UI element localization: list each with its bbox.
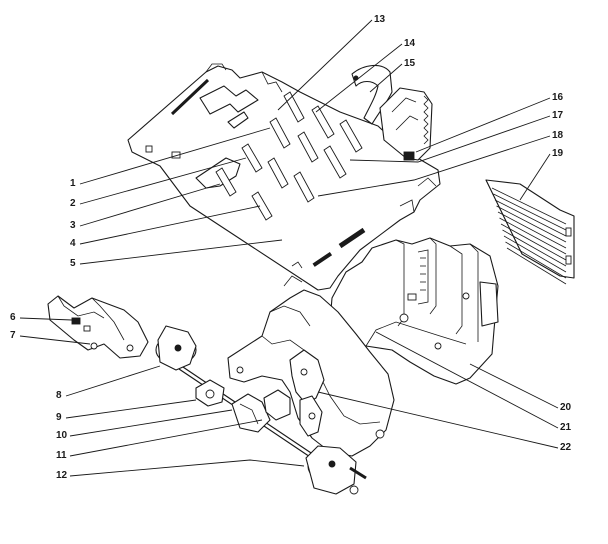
callout-label-19: 19 <box>552 148 564 159</box>
callout-label-2: 2 <box>70 198 76 209</box>
callout-leader-21 <box>375 331 559 429</box>
callout-leader-14 <box>315 43 403 113</box>
shaft-assembly-parts-8-12 <box>155 325 367 495</box>
grille-slat <box>500 223 567 261</box>
callout-label-12: 12 <box>56 470 68 481</box>
callout-leader-5 <box>79 239 283 265</box>
small-brackets-parts-6-7 <box>47 295 149 359</box>
callout-label-8: 8 <box>56 390 62 401</box>
callout-leader-11 <box>69 419 263 457</box>
grille-slat <box>499 217 567 255</box>
callout-label-9: 9 <box>56 412 62 423</box>
callout-label-10: 10 <box>56 430 68 441</box>
callout-label-21: 21 <box>560 422 572 433</box>
callout-leader-9 <box>65 399 197 419</box>
callout-leader-18 <box>317 135 551 197</box>
top-slotted-plate <box>127 63 441 291</box>
callout-label-6: 6 <box>10 312 16 323</box>
callout-label-1: 1 <box>70 178 76 189</box>
grille-slat <box>494 199 567 237</box>
callout-leader-15 <box>369 63 403 93</box>
callout-label-3: 3 <box>70 220 76 231</box>
callout-leader-6 <box>19 317 73 321</box>
callout-leader-19 <box>519 153 551 201</box>
callout-leader-3 <box>79 183 221 227</box>
callout-label-13: 13 <box>374 14 386 25</box>
callout-leader-1 <box>79 127 271 185</box>
callout-label-17: 17 <box>552 110 564 121</box>
grille-slat <box>503 235 567 273</box>
callout-leader-10 <box>69 409 233 437</box>
callout-label-14: 14 <box>404 38 416 49</box>
callout-leader-20 <box>469 363 559 409</box>
grille-slat <box>502 229 567 267</box>
callout-leader-13 <box>277 19 373 111</box>
gear-assembly-part-16 <box>379 87 433 161</box>
grille-panel-part-19 <box>485 179 575 285</box>
grille-slat <box>505 241 567 279</box>
callout-leader-2 <box>79 157 247 205</box>
callout-leader-22 <box>317 391 559 449</box>
callout-label-16: 16 <box>552 92 564 103</box>
callout-leader-17 <box>349 115 551 163</box>
callout-leader-4 <box>79 205 261 245</box>
lower-side-frame-part-22 <box>227 261 395 457</box>
grille-slat <box>496 205 567 243</box>
curved-bracket-part-15 <box>351 64 393 125</box>
callout-leader-12 <box>69 459 305 477</box>
callout-leader-8 <box>65 365 161 397</box>
callout-label-18: 18 <box>552 130 564 141</box>
grille-slat <box>506 247 567 285</box>
grille-slat <box>491 187 567 225</box>
callout-label-4: 4 <box>70 238 76 249</box>
callout-label-5: 5 <box>70 258 76 269</box>
callout-label-7: 7 <box>10 330 16 341</box>
callout-label-20: 20 <box>560 402 572 413</box>
callout-label-22: 22 <box>560 442 572 453</box>
callout-label-15: 15 <box>404 58 416 69</box>
grille-slat <box>493 193 567 231</box>
grille-slat <box>497 211 567 249</box>
callout-leader-7 <box>19 335 91 345</box>
callout-leader-16 <box>415 97 551 153</box>
callout-label-11: 11 <box>56 450 67 461</box>
